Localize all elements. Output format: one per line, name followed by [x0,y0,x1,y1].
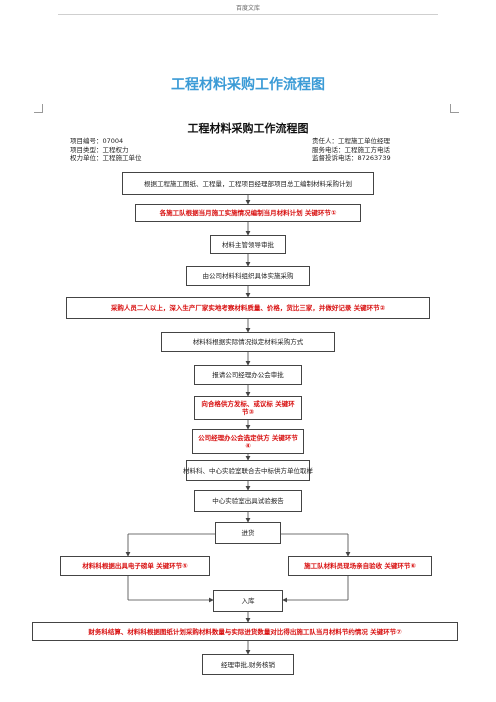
page-header-site: 百度文库 [235,5,260,12]
header-divider [58,14,438,15]
flow-step-7: 报请公司经理办公会审批 [194,365,302,385]
meta-left-block: 项目编号：07004 项目类型：工程权力 权力单位：工程施工单位 [70,137,142,163]
crop-mark-left [34,104,43,113]
flow-step-12: 进货 [215,522,281,544]
meta-power-unit: 权力单位：工程施工单位 [70,154,142,162]
crop-mark-right [450,104,459,113]
flow-step-8-key: 向合格供方发标、或议标 关键环节③ [194,396,302,420]
meta-responsible-person: 责任人：工程施工单位经理 [312,137,390,145]
meta-service-phone: 服务电话：工程施工方电话 [312,145,390,154]
flow-step-16: 经理审批,财务核销 [202,654,294,675]
meta-project-type: 项目类型：工程权力 [70,145,129,154]
flow-step-13-left-key: 材料科根据出具电子磅单 关键环节⑤ [60,556,210,576]
flow-step-9-key: 公司经理办公会选定供方 关键环节④ [192,429,304,454]
flow-step-6: 材料科根据实际情况拟定材料采购方式 [161,332,335,352]
flow-step-11: 中心实验室出具试验报告 [194,490,302,512]
flow-step-2-key: 各施工队根据当月施工实施情况编制当月材料计划 关键环节① [135,204,361,222]
flow-step-3: 材料主管领导审批 [210,235,286,254]
flow-step-14: 入库 [213,590,283,612]
meta-complaint-phone: 监督投诉电话：87263739 [312,154,391,162]
flow-step-10: 材料科、中心实验室联合去中标供方单位取样 [183,460,313,481]
page-title: 工程材料采购工作流程图 [171,77,325,93]
meta-right-block: 责任人：工程施工单位经理 服务电话：工程施工方电话 监督投诉电话：8726373… [312,137,391,163]
document-title: 工程材料采购工作流程图 [187,122,309,135]
flow-step-15-key: 财务科结算、材料科根据图纸计划采购材料数量与实际进货数量对比得出施工队当月材料节… [32,622,458,641]
flow-step-13-right-key: 施工队材料员现场亲自验收 关键环节⑥ [288,556,432,576]
flow-step-4: 由公司材料科组织具体实施采购 [186,266,310,286]
flow-step-1: 根据工程施工图纸、工程量，工程项目经理部项目总工编制材料采购计划 [122,172,374,195]
meta-project-number: 项目编号：07004 [70,137,124,145]
flow-step-5-key: 采购人员二人以上，深入生产厂家实地考察材料质量、价格，货比三家，并做好记录 关键… [66,297,430,319]
